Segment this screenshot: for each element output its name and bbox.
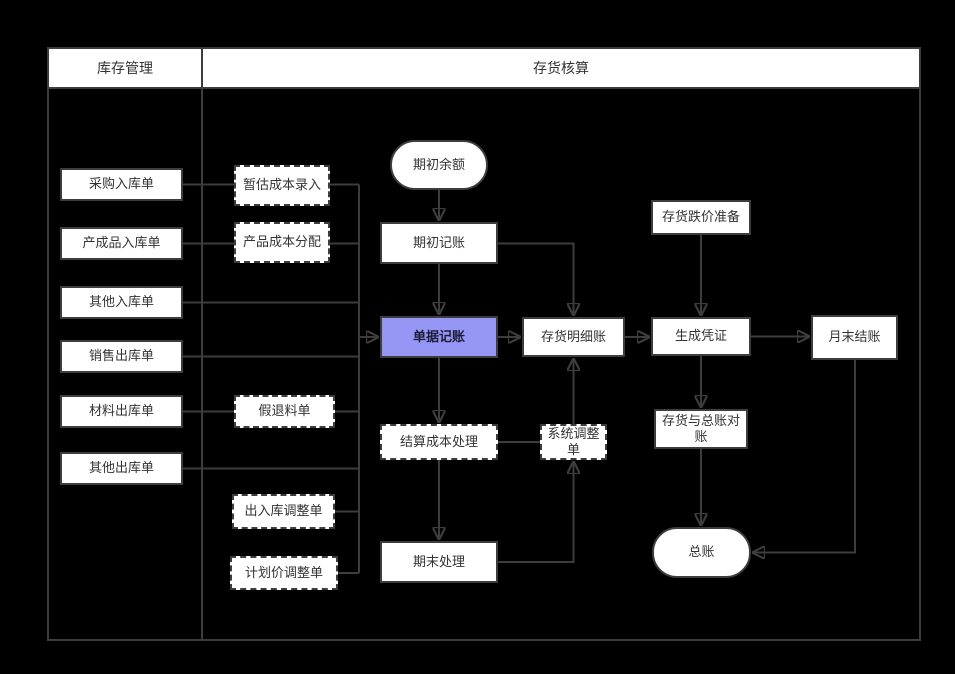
node-inventory-price-depreciation-reserve[interactable]: 存货跌价准备 (651, 200, 751, 235)
node-other-inbound-order[interactable]: 其他入库单 (60, 286, 183, 319)
node-period-end-processing[interactable]: 期末处理 (380, 541, 498, 583)
node-other-outbound-order[interactable]: 其他出库单 (60, 452, 183, 485)
node-sales-outbound-order[interactable]: 销售出库单 (60, 340, 183, 373)
node-inventory-general-ledger-reconciliation[interactable]: 存货与总账对账 (654, 409, 748, 449)
node-system-adjustment-order[interactable]: 系统调整单 (540, 424, 607, 460)
node-finished-goods-inbound-order[interactable]: 产成品入库单 (60, 227, 183, 260)
swimlane-pool: 库存管理 存货核算 (47, 47, 921, 641)
node-inout-adjustment-order[interactable]: 出入库调整单 (232, 494, 335, 529)
node-estimated-cost-entry[interactable]: 暂估成本录入 (234, 165, 330, 206)
node-generate-voucher[interactable]: 生成凭证 (651, 317, 751, 356)
lane-header-inventory-management: 库存管理 (97, 60, 153, 76)
node-inventory-detail-ledger[interactable]: 存货明细账 (522, 317, 625, 357)
node-plan-price-adjustment-order[interactable]: 计划价调整单 (230, 556, 338, 590)
node-fake-material-return-order[interactable]: 假退料单 (234, 395, 335, 428)
lane-divider (201, 49, 203, 639)
edge-begin-booking-to-detail-ledger (498, 242, 574, 316)
node-purchase-inbound-order[interactable]: 采购入库单 (60, 168, 183, 201)
node-settlement-cost-processing[interactable]: 结算成本处理 (380, 424, 498, 460)
node-beginning-balance[interactable]: 期初余额 (390, 140, 488, 190)
node-beginning-booking[interactable]: 期初记账 (380, 222, 498, 264)
node-material-outbound-order[interactable]: 材料出库单 (60, 395, 183, 428)
node-month-end-closing[interactable]: 月末结账 (811, 315, 898, 360)
edge-month-end-to-general-ledger (753, 360, 856, 553)
node-document-booking[interactable]: 单据记账 (380, 316, 498, 358)
lane-header-band (49, 49, 919, 89)
node-general-ledger[interactable]: 总账 (652, 527, 751, 578)
edge-period-end-to-sys-adjust (498, 462, 574, 563)
lane-header-inventory-accounting: 存货核算 (533, 60, 589, 76)
node-product-cost-allocation[interactable]: 产品成本分配 (234, 222, 330, 263)
